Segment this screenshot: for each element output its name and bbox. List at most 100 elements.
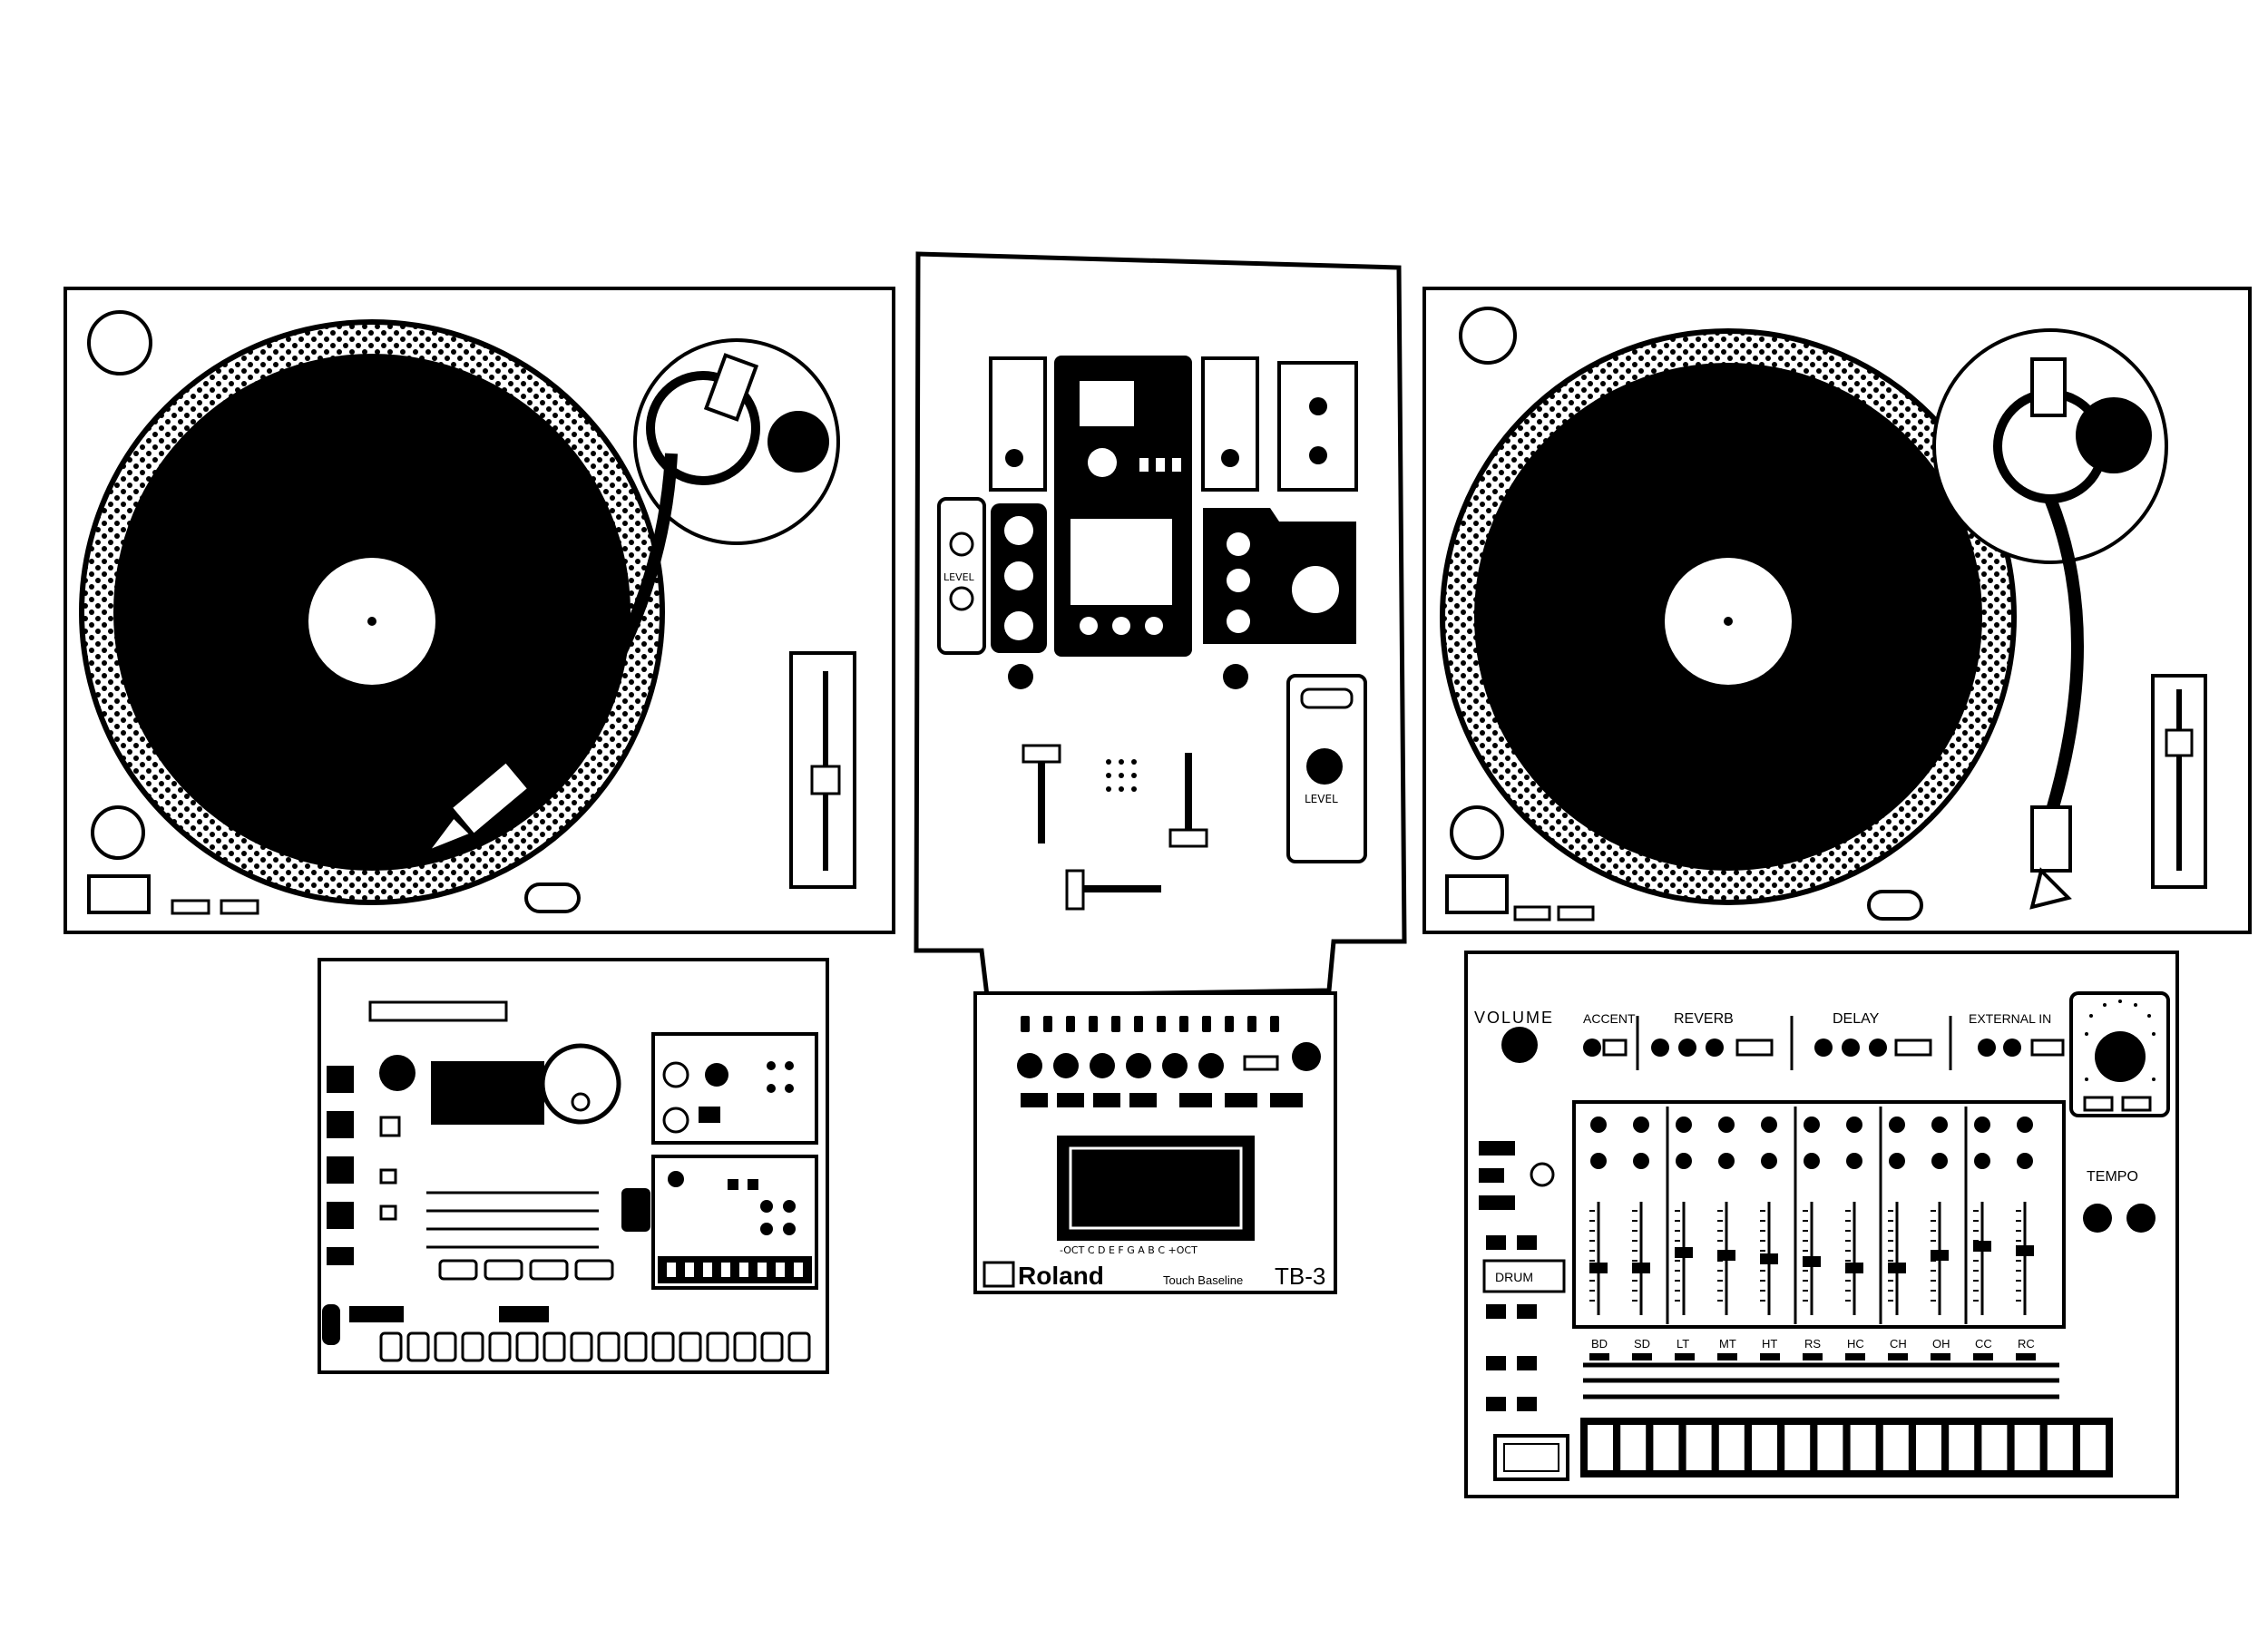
channel-knob-lt[interactable]	[1676, 1153, 1692, 1169]
channel-select-oh[interactable]	[1931, 1353, 1950, 1360]
speed-45-left[interactable]	[220, 899, 259, 915]
channel-knob-cc[interactable]	[1974, 1117, 1990, 1133]
sampler-pads[interactable]	[379, 1331, 811, 1362]
platter-right[interactable]	[1440, 328, 2017, 905]
step-pad[interactable]	[1882, 1425, 1909, 1470]
start-button-right[interactable]	[1459, 307, 1517, 365]
channel-knob-rc[interactable]	[2017, 1153, 2033, 1169]
channel-label-lt: LT	[1677, 1337, 1689, 1351]
step-pad[interactable]	[1916, 1425, 1941, 1470]
channel-fader-rc[interactable]	[2016, 1245, 2034, 1256]
step-pad[interactable]	[1949, 1425, 1975, 1470]
channel-knob-bd[interactable]	[1590, 1153, 1607, 1169]
counterweight-right[interactable]	[1867, 890, 1923, 921]
channel-knob-ht[interactable]	[1761, 1117, 1777, 1133]
channel-label-mt: MT	[1719, 1337, 1736, 1351]
channel-select-mt[interactable]	[1717, 1353, 1737, 1360]
channel-fader-left[interactable]	[1022, 744, 1061, 844]
start-button-left[interactable]	[87, 310, 152, 375]
platter-left[interactable]	[79, 319, 665, 905]
step-pad[interactable]	[1620, 1425, 1647, 1470]
channel-fader-bd[interactable]	[1589, 1263, 1608, 1273]
step-pad[interactable]	[1850, 1425, 1876, 1470]
channel-fader-ch[interactable]	[1888, 1263, 1906, 1273]
step-pad[interactable]	[1817, 1425, 1843, 1470]
step-pad[interactable]	[1718, 1425, 1745, 1470]
channel-select-bd[interactable]	[1589, 1353, 1609, 1360]
channel-knob-mt[interactable]	[1718, 1117, 1735, 1133]
channel-knob-rc[interactable]	[2017, 1117, 2033, 1133]
channel-select-cc[interactable]	[1973, 1353, 1993, 1360]
counterweight-left[interactable]	[524, 883, 581, 913]
channel-fader-ht[interactable]	[1760, 1253, 1778, 1264]
step-pad[interactable]	[2014, 1425, 2040, 1470]
channel-select-hc[interactable]	[1845, 1353, 1865, 1360]
mixer-level-label-left: LEVEL	[943, 571, 975, 583]
channel-select-lt[interactable]	[1675, 1353, 1695, 1360]
mixer-meter-dots	[1106, 759, 1137, 792]
channel-fader-oh[interactable]	[1931, 1250, 1949, 1261]
channel-select-rc[interactable]	[2016, 1353, 2036, 1360]
channel-knob-mt[interactable]	[1718, 1153, 1735, 1169]
step-pad[interactable]	[1588, 1425, 1613, 1470]
channel-knob-rs[interactable]	[1804, 1153, 1820, 1169]
crossfader[interactable]	[1065, 869, 1161, 911]
channel-fader-cc[interactable]	[1973, 1241, 1991, 1252]
start-stop-left[interactable]	[87, 874, 151, 914]
channel-fader-mt[interactable]	[1717, 1250, 1735, 1261]
channel-knob-sd[interactable]	[1633, 1117, 1649, 1133]
channel-knob-cc[interactable]	[1974, 1153, 1990, 1169]
channel-knob-sd[interactable]	[1633, 1153, 1649, 1169]
tempo-knob-a[interactable]	[2083, 1204, 2112, 1233]
channel-knob-hc[interactable]	[1846, 1117, 1862, 1133]
channel-select-rs[interactable]	[1803, 1353, 1823, 1360]
channel-knob-hc[interactable]	[1846, 1153, 1862, 1169]
speed-45-right[interactable]	[1557, 905, 1595, 922]
channel-label-ch: CH	[1890, 1337, 1907, 1351]
tonearm-right[interactable]	[1932, 328, 2168, 910]
channel-knob-ht[interactable]	[1761, 1153, 1777, 1169]
channel-fader-rs[interactable]	[1803, 1256, 1821, 1267]
channel-fader-right[interactable]	[1168, 753, 1208, 848]
step-pad[interactable]	[2080, 1425, 2106, 1470]
drum-volume-label: VOLUME	[1474, 1009, 1554, 1027]
pitch-slider-right[interactable]	[2151, 674, 2207, 889]
start-stop-right[interactable]	[1445, 874, 1509, 914]
channel-select-ht[interactable]	[1760, 1353, 1780, 1360]
tempo-knob-b[interactable]	[2126, 1204, 2156, 1233]
channel-fader-sd[interactable]	[1632, 1263, 1650, 1273]
channel-label-bd: BD	[1591, 1337, 1608, 1351]
volume-knob[interactable]	[1501, 1027, 1538, 1063]
step-pad[interactable]	[1752, 1425, 1777, 1470]
roland-logo-mark	[982, 1261, 1015, 1288]
drum-delay-label: DELAY	[1833, 1011, 1880, 1027]
channel-fader-hc[interactable]	[1845, 1263, 1863, 1273]
step-pad[interactable]	[1686, 1425, 1712, 1470]
channel-knob-oh[interactable]	[1931, 1153, 1948, 1169]
channel-knob-ch[interactable]	[1889, 1117, 1905, 1133]
channel-select-sd[interactable]	[1632, 1353, 1652, 1360]
channel-label-sd: SD	[1634, 1337, 1650, 1351]
drum-external-label: EXTERNAL IN	[1969, 1011, 2051, 1026]
speed-33-right[interactable]	[1513, 905, 1551, 922]
step-pad[interactable]	[1784, 1425, 1811, 1470]
speed-33-left[interactable]	[171, 899, 210, 915]
tb3-product: Touch Baseline	[1163, 1273, 1243, 1287]
master-knob[interactable]	[2095, 1031, 2146, 1082]
channel-knob-oh[interactable]	[1931, 1117, 1948, 1133]
channel-knob-lt[interactable]	[1676, 1117, 1692, 1133]
channel-knob-bd[interactable]	[1590, 1117, 1607, 1133]
step-pad[interactable]	[1981, 1425, 2008, 1470]
drum-machine: VOLUME ACCENT REVERB DELAY EXTERNAL IN T…	[1464, 951, 2179, 1498]
tb3-brand: Roland	[1018, 1262, 1104, 1290]
channel-fader-lt[interactable]	[1675, 1247, 1693, 1258]
tonearm-left[interactable]	[421, 338, 840, 857]
step-pad[interactable]	[2047, 1425, 2073, 1470]
turntable-left	[64, 287, 895, 934]
channel-knob-ch[interactable]	[1889, 1153, 1905, 1169]
pitch-slider-left[interactable]	[789, 651, 856, 889]
channel-select-ch[interactable]	[1888, 1353, 1908, 1360]
sampler-jog-wheel[interactable]	[540, 1043, 621, 1125]
step-pad[interactable]	[1653, 1425, 1679, 1470]
channel-knob-rs[interactable]	[1804, 1117, 1820, 1133]
